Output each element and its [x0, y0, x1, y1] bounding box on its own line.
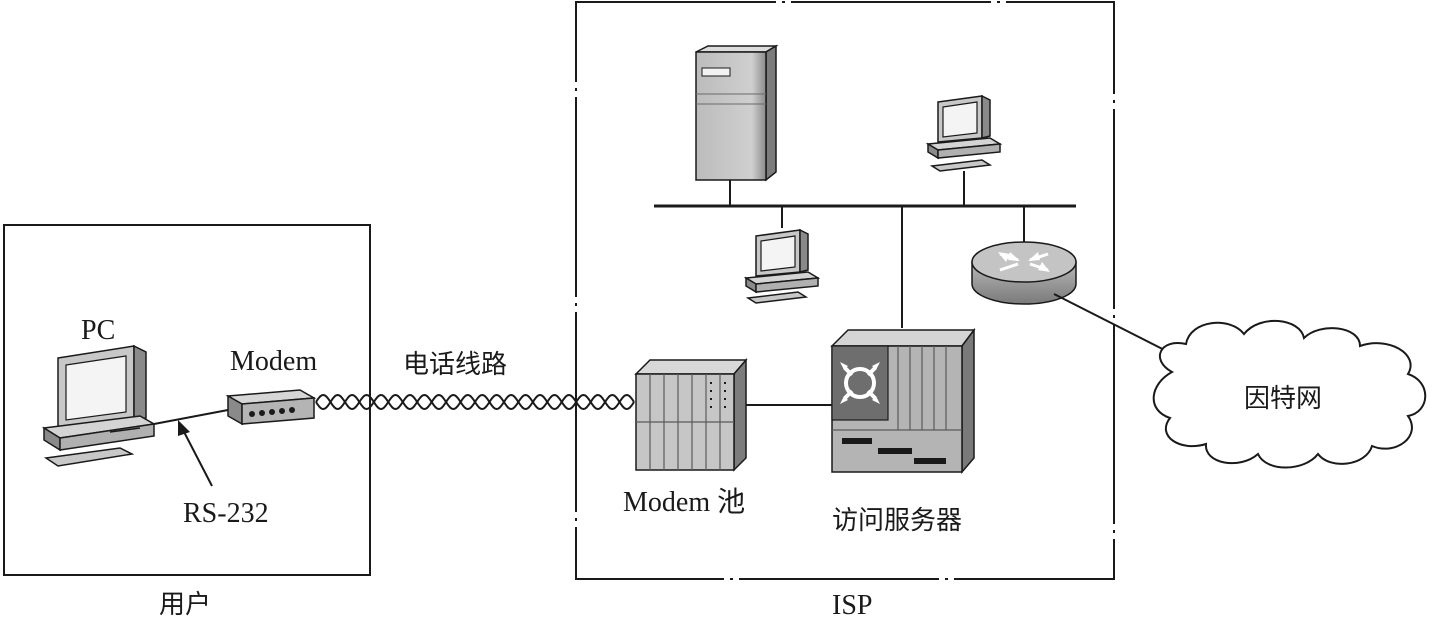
workstation-icon-top — [925, 94, 1003, 172]
pc-label: PC — [81, 315, 116, 346]
modem-rack-icon — [634, 357, 748, 472]
phone-line-label: 电话线路 — [403, 350, 508, 380]
workstation-icon-mid — [743, 228, 821, 304]
router-icon — [971, 241, 1077, 305]
internet-label: 因特网 — [1244, 384, 1323, 414]
user-box-label: 用户 — [159, 590, 212, 620]
isp-box-label: ISP — [832, 590, 873, 621]
pc-icon — [41, 344, 157, 467]
modem-pool-label: Modem 池 — [623, 487, 746, 518]
rs232-label: RS-232 — [183, 498, 269, 529]
isp-box — [575, 1, 1115, 580]
access-server-icon — [830, 327, 976, 475]
tower-server-icon — [695, 44, 779, 182]
rs232-arrow — [178, 420, 213, 487]
access-server-label: 访问服务器 — [832, 506, 963, 536]
phone-line — [315, 393, 635, 411]
modem-label: Modem — [230, 346, 318, 377]
user-box — [3, 224, 371, 576]
rs232-cable — [153, 409, 229, 425]
cloud-icon — [1152, 320, 1427, 469]
modem-icon — [225, 389, 317, 426]
